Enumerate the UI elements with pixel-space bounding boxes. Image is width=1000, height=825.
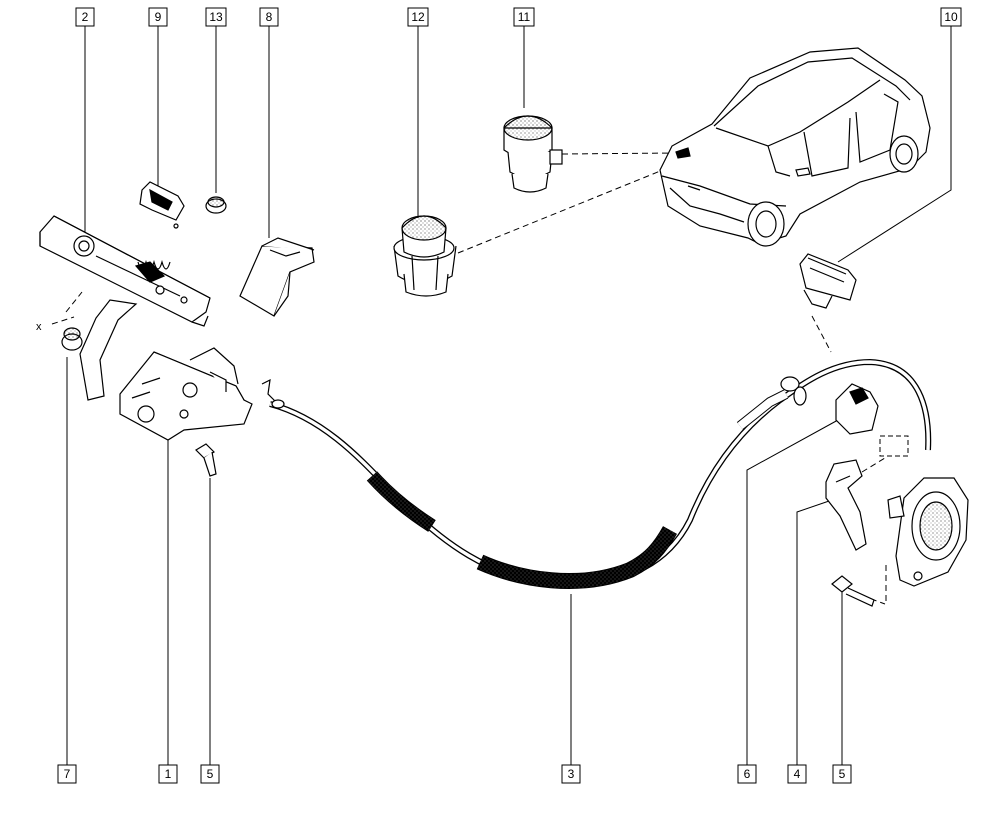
part-3-cable bbox=[261, 358, 932, 590]
callout-5-left: 5 bbox=[200, 764, 220, 784]
callout-1: 1 bbox=[158, 764, 178, 784]
callout-10: 10 bbox=[940, 7, 962, 27]
callout-13-label: 13 bbox=[209, 10, 223, 24]
callout-11: 11 bbox=[513, 7, 535, 27]
part-1-lock bbox=[79, 299, 253, 441]
callout-4: 4 bbox=[787, 764, 807, 784]
callout-12: 12 bbox=[407, 7, 429, 27]
callout-3: 3 bbox=[561, 764, 581, 784]
callout-9: 9 bbox=[148, 7, 168, 27]
callout-10-label: 10 bbox=[944, 10, 958, 24]
part-5-bolt-right bbox=[831, 575, 875, 607]
part-6-clip bbox=[835, 383, 879, 435]
part-9-clip bbox=[139, 181, 185, 229]
part-12-bushing bbox=[393, 215, 457, 297]
reference-mark bbox=[879, 435, 909, 457]
callout-7-label: 7 bbox=[64, 767, 71, 781]
part-2-release-bracket bbox=[39, 215, 211, 327]
part-5-bolt-left bbox=[195, 443, 217, 477]
part-8-cover bbox=[239, 237, 315, 317]
callout-8-label: 8 bbox=[266, 10, 273, 24]
callout-7: 7 bbox=[57, 764, 77, 784]
part-4-lever bbox=[825, 459, 867, 551]
callout-12-label: 12 bbox=[411, 10, 425, 24]
fuel-flap-housing bbox=[887, 477, 969, 587]
callout-6-label: 6 bbox=[744, 767, 751, 781]
callout-2-label: 2 bbox=[82, 10, 89, 24]
callout-2: 2 bbox=[75, 7, 95, 27]
callout-8: 8 bbox=[259, 7, 279, 27]
callout-5-right-label: 5 bbox=[839, 767, 846, 781]
part-11-button bbox=[503, 115, 563, 193]
callout-4-label: 4 bbox=[794, 767, 801, 781]
callout-1-label: 1 bbox=[165, 767, 172, 781]
callout-9-label: 9 bbox=[155, 10, 162, 24]
leader-lines bbox=[66, 26, 952, 765]
callout-6: 6 bbox=[737, 764, 757, 784]
callout-boxes: 2 9 13 8 12 11 10 7 bbox=[57, 7, 962, 784]
callout-5-right: 5 bbox=[832, 764, 852, 784]
annotation-x: x bbox=[36, 321, 42, 333]
car-illustration bbox=[659, 47, 931, 247]
callout-13: 13 bbox=[205, 7, 227, 27]
part-10-connector bbox=[799, 253, 857, 309]
part-7-nut bbox=[61, 327, 83, 351]
callout-5-left-label: 5 bbox=[207, 767, 214, 781]
callout-3-label: 3 bbox=[568, 767, 575, 781]
callout-11-label: 11 bbox=[518, 10, 531, 24]
part-13-nut bbox=[205, 196, 227, 214]
